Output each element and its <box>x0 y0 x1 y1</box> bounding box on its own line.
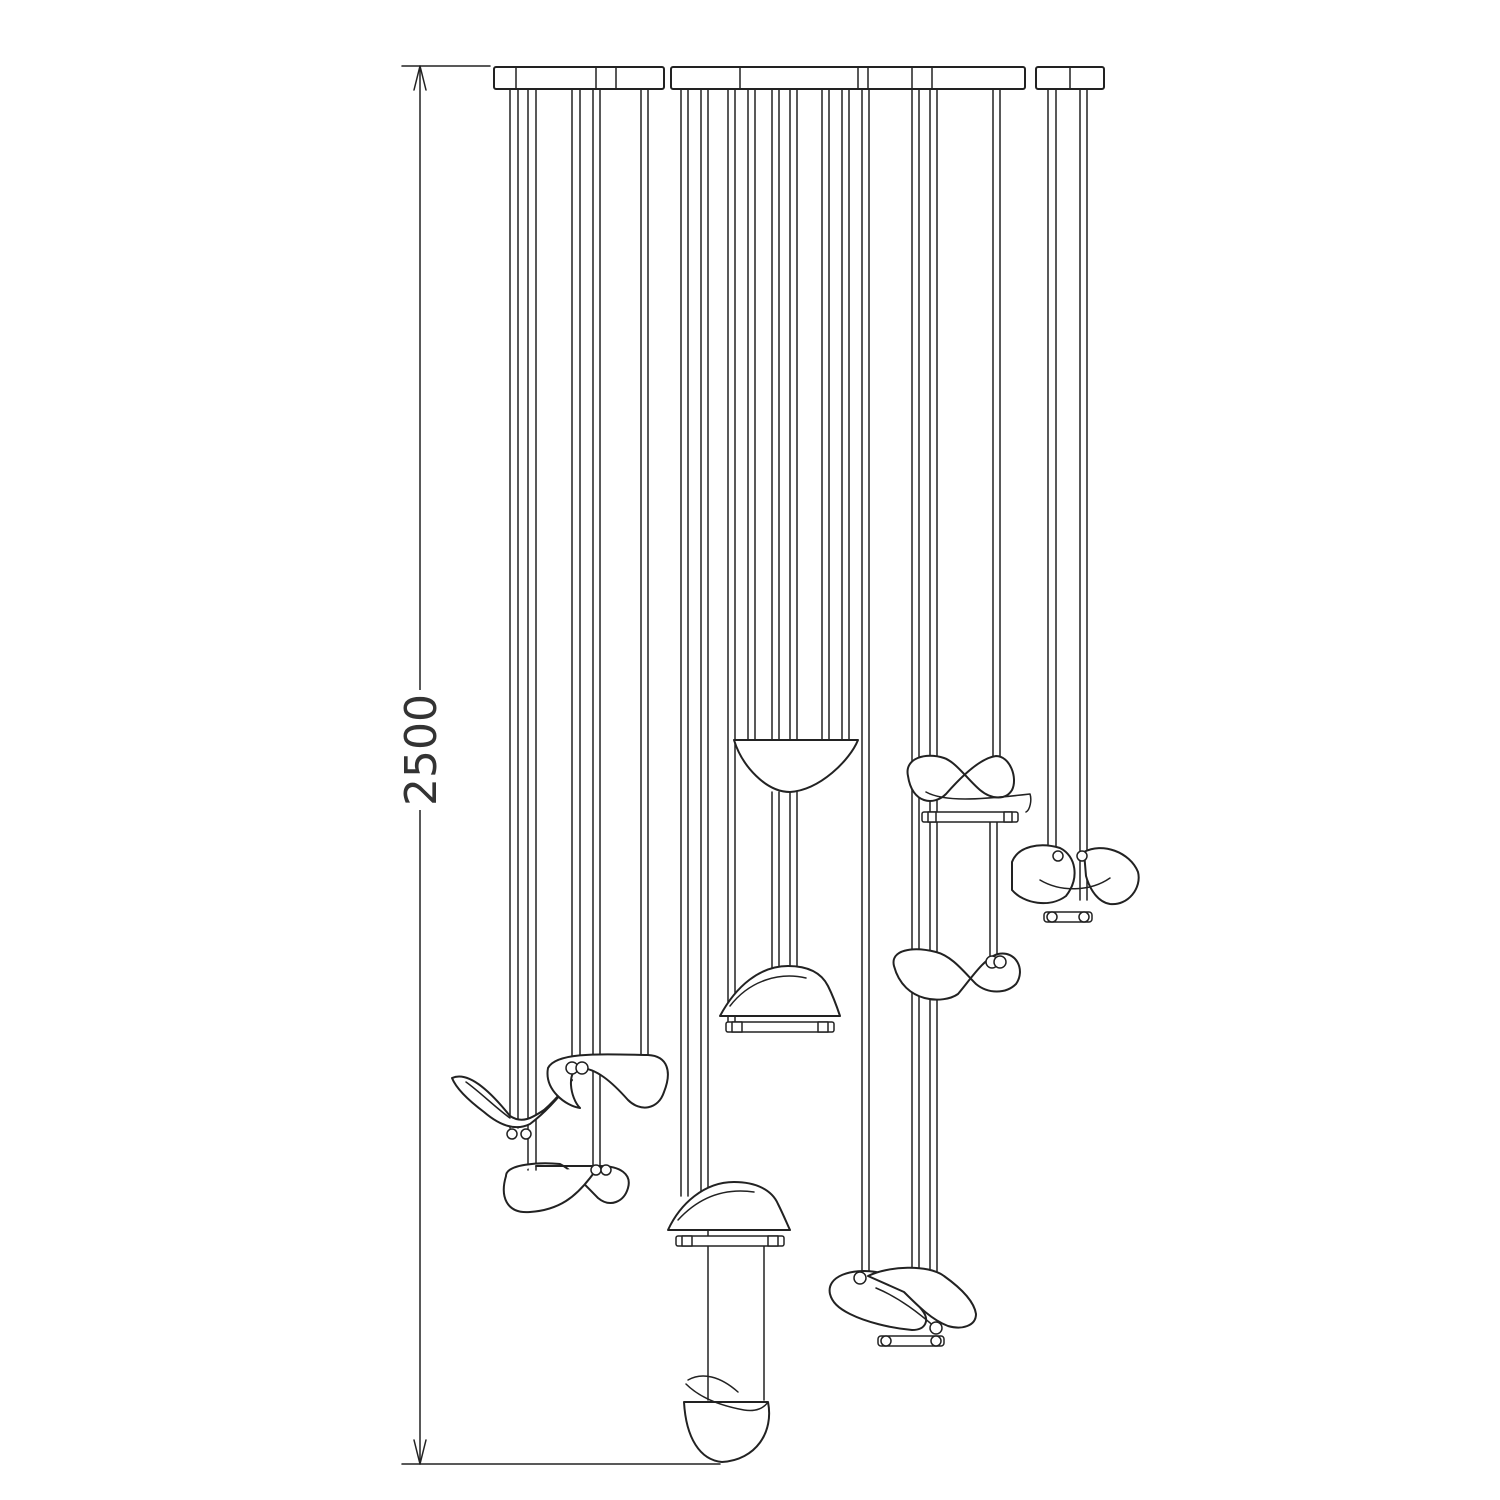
shade-lower-left-leaf <box>502 1162 630 1214</box>
dimension-text-gap <box>400 690 440 810</box>
shade-bottom-right-twin <box>828 1266 977 1347</box>
canopy-1 <box>493 66 665 90</box>
shade-mid-right-leaf <box>892 948 1021 1001</box>
shades <box>451 739 1140 1463</box>
dimension-label: 2500 <box>396 694 447 806</box>
dimension-arrow-bottom <box>413 1439 427 1465</box>
shade-upper-right-leaf <box>906 754 1032 823</box>
shade-bottom-hemisphere <box>683 1375 771 1463</box>
suspension-cables <box>509 88 1088 1401</box>
shade-lower-center-dome <box>667 1181 791 1247</box>
shade-center-dome <box>719 965 841 1033</box>
height-dimension: 2500 <box>396 65 721 1465</box>
shade-far-right-curled <box>1011 844 1140 923</box>
canopy-2 <box>670 66 1026 90</box>
ceiling-canopies <box>493 66 1105 90</box>
dimension-arrow-top <box>413 65 427 91</box>
shade-upper-left-leaf <box>546 1053 669 1109</box>
shade-center-bowl <box>733 739 859 793</box>
